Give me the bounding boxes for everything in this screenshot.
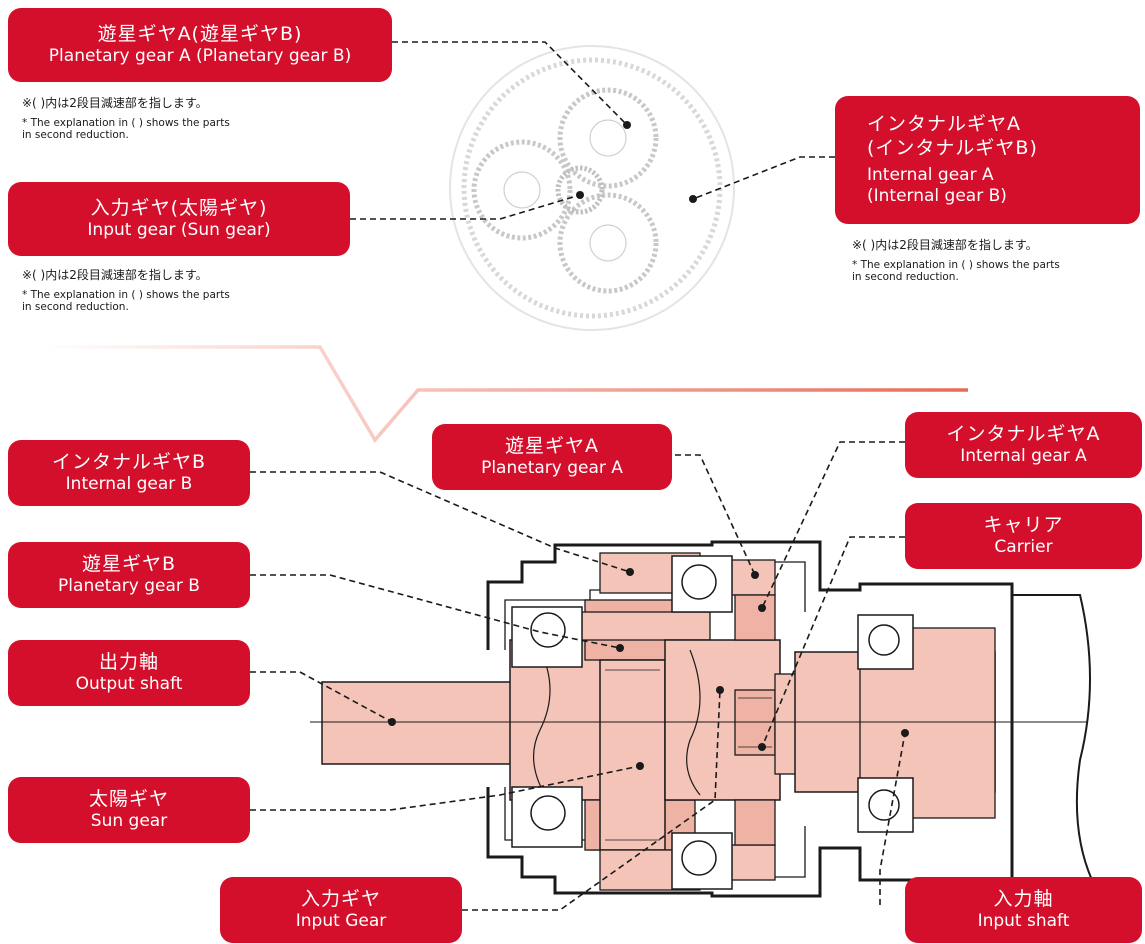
label-en: Planetary gear A [481,458,623,479]
internal-gear-ring [449,45,735,331]
input-housing [1012,594,1094,881]
label-jp: 入力ギヤ(太陽ギヤ) [90,196,268,219]
housing-outline [486,540,1014,898]
label-en: Input gear (Sun gear) [87,220,271,241]
bearings [511,555,914,890]
label-jp: インタナルギヤB [51,450,207,473]
label-planetary-gear-a: 遊星ギヤA Planetary gear A [432,424,672,490]
label-jp: キャリア [983,513,1064,536]
planet-gear-2-hub [503,171,541,209]
bottom-leader-lines [250,441,906,911]
label-jp-2: (インタナルギヤB) [867,136,1038,159]
label-jp: 入力軸 [993,887,1054,910]
note-input-gear: ※( )内は2段目減速部を指します。 * The explanation in … [22,266,230,313]
bottom-leader-dots [388,568,909,770]
sun-gear-block [599,659,666,851]
note-planetary: ※( )内は2段目減速部を指します。 * The explanation in … [22,94,230,141]
label-en: Internal gear B [65,474,193,495]
label-sun-gear: 太陽ギヤ Sun gear [8,777,250,843]
note-en: * The explanation in ( ) shows the parts… [852,259,1060,284]
top-leader-dots [576,121,697,203]
label-carrier: キャリア Carrier [905,503,1142,569]
label-en-2: (Internal gear B) [867,185,1007,206]
label-jp: インタナルギヤA [946,422,1101,445]
label-input-gear: 入力ギヤ Input Gear [220,877,462,943]
note-en: * The explanation in ( ) shows the parts… [22,117,230,142]
planet-a-upper [734,594,776,641]
planetary-gear-set [449,45,735,331]
label-jp: 遊星ギヤA [505,434,599,457]
label-en: Input shaft [977,911,1070,932]
label-planetary-gear-b: 遊星ギヤB Planetary gear B [8,542,250,608]
planet-b-pin [579,611,711,641]
label-en: Internal gear A [960,446,1087,467]
label-en: Sun gear [90,811,168,832]
planet-gear-3 [557,192,659,294]
note-jp: ※( )内は2段目減速部を指します。 [22,268,208,282]
sun-gear [555,165,605,215]
label-jp: 遊星ギヤB [81,552,177,575]
accent-sweep [40,345,968,443]
label-internal-gear-b: インタナルギヤB Internal gear B [8,440,250,506]
output-shaft-break [532,649,551,796]
note-jp: ※( )内は2段目減速部を指します。 [22,96,208,110]
output-shaft-body [321,681,523,765]
label-output-shaft: 出力軸 Output shaft [8,640,250,706]
planet-gear-2 [471,139,573,241]
label-input-gear-sun: 入力ギヤ(太陽ギヤ) Input gear (Sun gear) [8,182,350,256]
carrier-break [686,649,701,796]
label-en-1: Internal gear A [867,164,994,185]
note-jp: ※( )内は2段目減速部を指します。 [852,238,1038,252]
planet-gear-3-hub [589,224,627,262]
planet-gear-1 [557,87,659,189]
note-en: * The explanation in ( ) shows the parts… [22,289,230,314]
top-leader-lines [350,41,835,220]
label-jp: 太陽ギヤ [88,787,169,810]
label-jp-1: インタナルギヤA [867,113,1021,135]
planet-gear-1-hub [589,119,627,157]
label-jp: 出力軸 [98,650,159,673]
label-en: Input Gear [295,911,387,932]
label-en: Planetary gear B [58,576,200,597]
label-jp: 遊星ギヤA(遊星ギヤB) [97,22,303,45]
label-input-shaft: 入力軸 Input shaft [905,877,1142,943]
label-internal-gear-a: インタナルギヤA Internal gear A [905,412,1142,478]
planet-a-lower [734,799,776,846]
note-internal-gear: ※( )内は2段目減速部を指します。 * The explanation in … [852,236,1060,283]
label-en: Planetary gear A (Planetary gear B) [48,46,352,67]
internal-gear-a-bottom [729,844,776,881]
reducer-cross-section [310,540,1094,898]
label-planetary-gear-a-b: 遊星ギヤA(遊星ギヤB) Planetary gear A (Planetary… [8,8,392,82]
label-en: Carrier [994,537,1053,558]
label-en: Output shaft [75,674,183,695]
label-jp: 入力ギヤ [300,887,381,910]
label-internal-gear-a-b: インタナルギヤA (インタナルギヤB) Internal gear A (Int… [835,96,1140,224]
